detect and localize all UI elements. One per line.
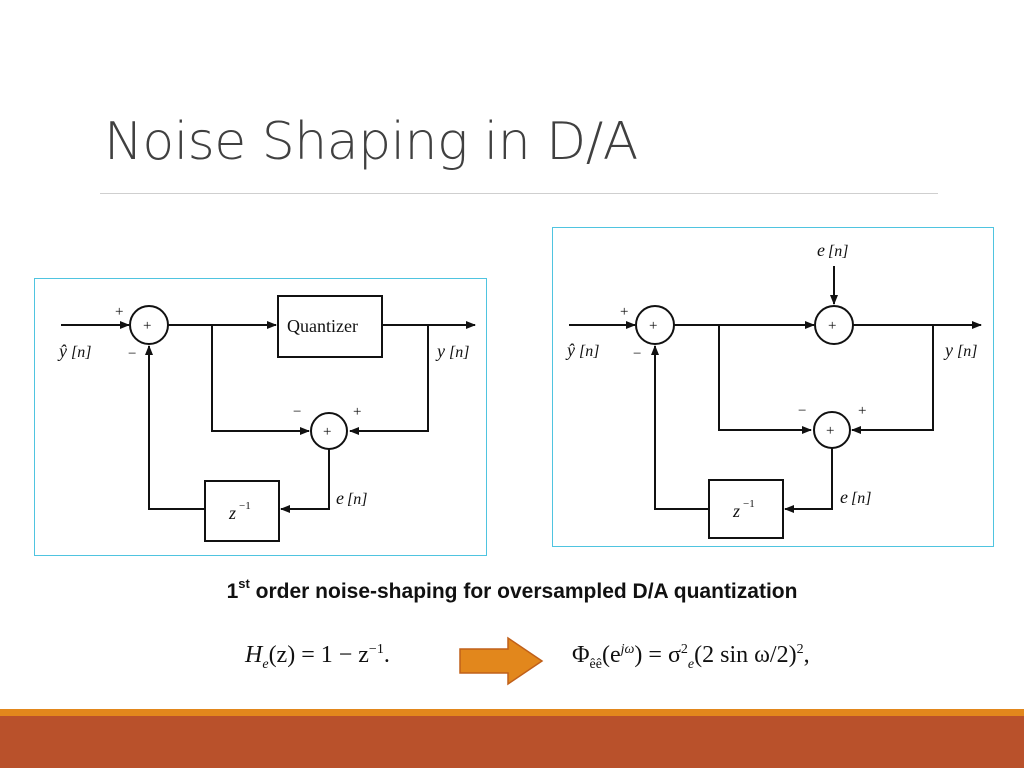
input-label-index: [n] (579, 343, 599, 360)
output-label-main: y (943, 340, 953, 360)
caption-prefix: 1 (226, 580, 239, 603)
formula-he-period: . (383, 642, 390, 668)
output-label-main: y (435, 341, 445, 361)
delay-label-exponent: −1 (743, 498, 755, 510)
input-label-index: [n] (71, 344, 91, 361)
formula-he-exponent: −1 (368, 642, 384, 657)
implication-arrow-icon (459, 636, 544, 686)
quantizer-input-tap (211, 325, 310, 435)
transfer-function-formula: He(z) = 1 − z−1. (245, 642, 390, 673)
formula-phi-rhs: (2 sin ω/2) (694, 642, 797, 668)
error-to-delay-line (280, 449, 330, 513)
formula-phi-rhs-exponent: 2 (796, 642, 804, 657)
error-label-index: [n] (851, 490, 871, 507)
error-plus-sign: + (353, 404, 361, 420)
footer-band (0, 709, 1024, 768)
noise-input-label-main: e (817, 240, 825, 260)
feedback-minus-sign: − (633, 346, 641, 362)
feedback-line (651, 345, 709, 510)
diagram-caption: 1st order noise-shaping for oversampled … (0, 577, 1024, 604)
error-minus-sign: − (293, 404, 301, 420)
output-label-index: [n] (957, 343, 977, 360)
input-plus-sign: + (620, 304, 628, 320)
noise-input-label-index: [n] (828, 243, 848, 260)
post-noise-tap (851, 325, 934, 434)
formula-phi-comma: , (803, 642, 810, 668)
formula-he-symbol: H (245, 642, 263, 668)
quantizer-output-tap (349, 325, 429, 435)
input-label-main: ŷ (57, 341, 67, 361)
input-label-main: ŷ (565, 340, 575, 360)
error-to-delay-line (784, 448, 833, 513)
footer-accent-line (0, 709, 1024, 716)
pre-noise-tap (718, 325, 812, 434)
error-label-index: [n] (347, 491, 367, 508)
delay-box (204, 480, 280, 542)
error-label-main: e (336, 488, 344, 508)
error-minus-sign: − (798, 403, 806, 419)
right-diagram-svg: + − + + + − + e [n] ŷ [n] y [n] e [n] z … (565, 240, 982, 539)
adder2-plus-glyph: + (323, 424, 331, 440)
error-label-main: e (840, 487, 848, 507)
formula-sigma-exponent: 2 (680, 642, 688, 657)
delay-label-main: z (732, 501, 740, 521)
input-plus-sign: + (115, 304, 123, 320)
page-title: Noise Shaping in D/A (104, 112, 638, 172)
delay-label-exponent: −1 (239, 500, 251, 512)
quantizer-label: Quantizer (287, 316, 358, 336)
quantizer-box (277, 295, 383, 358)
formula-phi-subscript: êê (589, 656, 602, 672)
noise-adder-plus-glyph: + (828, 318, 836, 334)
left-diagram-svg: + − + + − + Quantizer ŷ [n] y [n] e [n] … (57, 295, 476, 542)
delay-label-main: z (228, 503, 236, 523)
formula-sigma-subscript: e (687, 656, 695, 672)
feedback-line (145, 345, 205, 510)
formula-phi-arg: (e (601, 642, 621, 668)
adder1-plus-glyph: + (649, 318, 657, 334)
formula-phi-arg-exponent: jω (620, 642, 635, 657)
error-plus-sign: + (858, 403, 866, 419)
adder2-plus-glyph: + (826, 423, 834, 439)
feedback-minus-sign: − (128, 346, 136, 362)
formula-phi-symbol: Φ (572, 642, 590, 668)
formula-he-body: (z) = 1 − z (268, 642, 369, 668)
title-divider (100, 193, 938, 194)
formula-he-subscript: e (262, 656, 269, 672)
left-block-diagram: + − + + − + Quantizer ŷ [n] y [n] e [n] … (34, 278, 487, 556)
right-block-diagram: + − + + + − + e [n] ŷ [n] y [n] e [n] z … (552, 227, 994, 547)
noise-spectrum-formula: Φêê(ejω) = σ2e(2 sin ω/2)2, (572, 642, 810, 673)
caption-superscript: st (238, 576, 250, 591)
caption-text: order noise-shaping for oversampled D/A … (249, 580, 798, 603)
adder1-plus-glyph: + (143, 318, 151, 334)
formula-phi-equals: ) = σ (634, 642, 681, 668)
output-label-index: [n] (449, 344, 469, 361)
